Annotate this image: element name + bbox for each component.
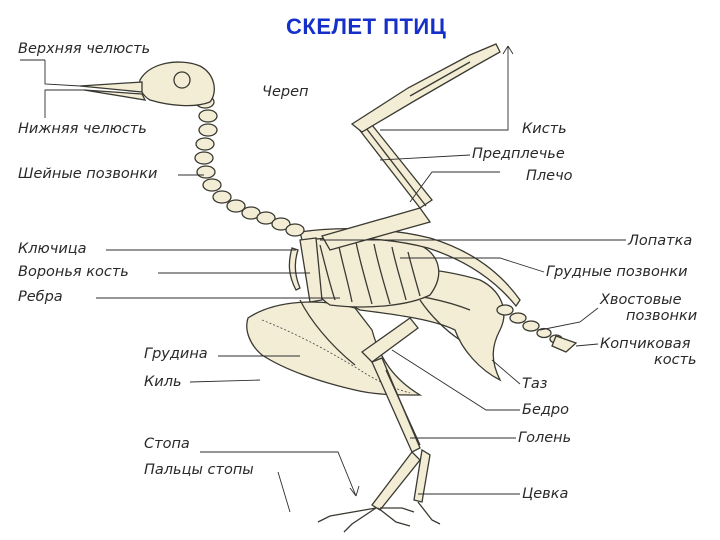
- label-pygostyle-line1: Копчиковая: [600, 336, 690, 353]
- label-femur: Бедро: [522, 402, 569, 419]
- label-pygostyle-line2: кость: [654, 352, 697, 369]
- tail-vertebrae: [497, 305, 562, 343]
- clavicle-bone: [289, 248, 300, 290]
- label-tail-vertebrae-line1: Хвостовые: [600, 292, 682, 309]
- label-forearm: Предплечье: [472, 146, 565, 163]
- label-clavicle: Ключица: [18, 241, 87, 258]
- label-thoracic-vertebrae: Грудные позвонки: [546, 264, 688, 281]
- hand-bone: [352, 44, 500, 132]
- label-humerus: Плечо: [526, 168, 573, 185]
- label-toes: Пальцы стопы: [144, 462, 254, 479]
- forearm-bone: [358, 120, 432, 208]
- label-sternum: Грудина: [144, 346, 208, 363]
- skull-bone: [140, 62, 215, 106]
- label-lower-jaw: Нижняя челюсть: [18, 121, 147, 138]
- label-skull: Череп: [262, 84, 308, 101]
- label-hand: Кисть: [522, 121, 567, 138]
- label-tibia: Голень: [518, 430, 571, 447]
- label-scapula: Лопатка: [628, 233, 692, 250]
- label-pelvis: Таз: [522, 376, 547, 393]
- label-ribs: Ребра: [18, 289, 63, 306]
- tarsus-bone: [372, 452, 420, 510]
- sternum-bone: [247, 302, 420, 395]
- label-foot: Стопа: [144, 436, 190, 453]
- label-keel: Киль: [144, 374, 182, 391]
- label-neck-vertebrae: Шейные позвонки: [18, 166, 157, 183]
- pygostyle-bone: [552, 336, 576, 352]
- label-tail-vertebrae-line2: позвонки: [626, 308, 697, 325]
- label-tarsus: Цевка: [522, 486, 568, 503]
- label-upper-jaw: Верхняя челюсть: [18, 41, 150, 58]
- neck-vertebrae: [195, 96, 304, 236]
- label-coracoid: Воронья кость: [18, 264, 129, 281]
